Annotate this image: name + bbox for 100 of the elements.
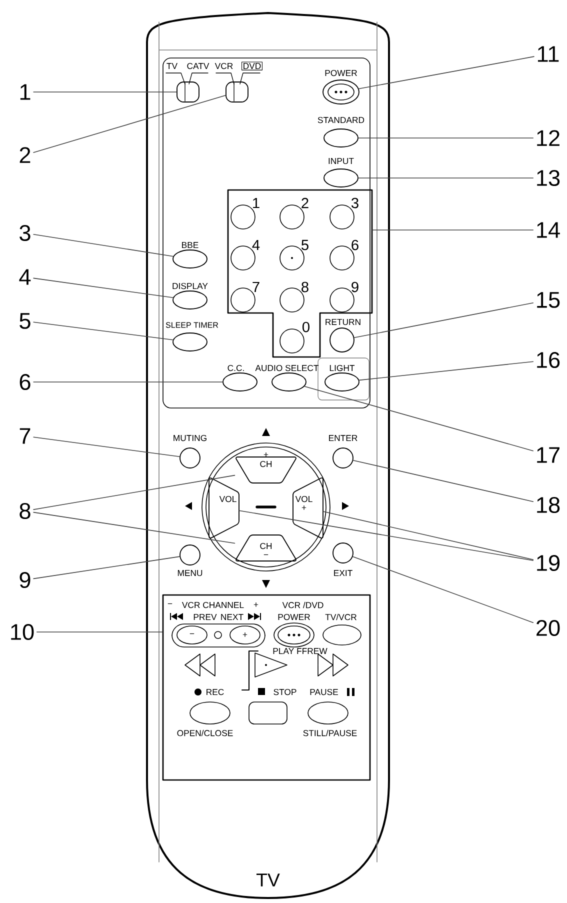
button-label: STANDARD bbox=[318, 116, 364, 124]
button-label: EXIT bbox=[334, 570, 352, 576]
callout-number: 14 bbox=[537, 222, 560, 238]
leader-line bbox=[33, 436, 180, 458]
callout-number: 1 bbox=[20, 84, 30, 100]
button bbox=[272, 372, 306, 392]
leader-line bbox=[238, 510, 534, 561]
button-label: LIGHT bbox=[330, 364, 355, 372]
callout-number: 3 bbox=[20, 224, 30, 242]
key-number: 5 bbox=[302, 240, 308, 250]
callout-number: 16 bbox=[537, 352, 560, 368]
keypad-frame bbox=[227, 189, 373, 358]
button-label: NEXT bbox=[221, 614, 244, 620]
callout-number: 7 bbox=[20, 428, 30, 444]
callout-number: 8 bbox=[20, 502, 30, 520]
leader-line bbox=[358, 361, 534, 381]
callout-number: 12 bbox=[537, 130, 560, 146]
button bbox=[180, 544, 200, 566]
key-number: 3 bbox=[351, 198, 358, 208]
leader-line bbox=[33, 95, 226, 153]
button bbox=[324, 128, 358, 148]
button bbox=[172, 332, 208, 352]
button bbox=[172, 250, 208, 268]
pad-sign: + bbox=[264, 452, 268, 457]
key-number: 8 bbox=[302, 282, 308, 292]
pad-sign: − bbox=[264, 554, 268, 556]
slide-switch bbox=[176, 82, 200, 102]
button-label: ENTER bbox=[329, 435, 358, 441]
button-label: PLAY FFREW bbox=[273, 648, 328, 654]
pad-label: CH bbox=[260, 460, 272, 468]
switch-label: VCR bbox=[214, 62, 233, 70]
button-label: SLEEP TIMER bbox=[166, 322, 218, 328]
button-label: TV/VCR bbox=[325, 614, 356, 620]
power-button bbox=[322, 80, 360, 104]
leader-line bbox=[33, 512, 236, 544]
button-label: POWER bbox=[278, 614, 310, 620]
remote-label: TV bbox=[256, 874, 280, 886]
callout-number: 13 bbox=[537, 170, 560, 186]
key-number: 7 bbox=[252, 282, 260, 292]
button bbox=[330, 328, 354, 352]
button-label: VCR CHANNEL bbox=[182, 602, 244, 608]
button-label: PREV bbox=[194, 614, 217, 620]
callout-number: 11 bbox=[538, 46, 559, 62]
button-label: OPEN/CLOSE bbox=[177, 730, 233, 736]
callout-number: 5 bbox=[20, 313, 30, 329]
slide-switch bbox=[226, 82, 248, 102]
leader-line bbox=[304, 386, 534, 452]
button bbox=[180, 448, 200, 468]
callout-number: 9 bbox=[20, 572, 30, 588]
button-label: INPUT bbox=[328, 158, 354, 164]
leader-line bbox=[354, 302, 534, 338]
key-number: 2 bbox=[302, 198, 308, 208]
leader-line bbox=[358, 56, 534, 90]
button bbox=[222, 372, 258, 392]
callout-number: 18 bbox=[537, 496, 560, 514]
callout-number: 10 bbox=[11, 624, 34, 640]
button-label: AUDIO SELECT bbox=[255, 364, 319, 372]
callout-number: 4 bbox=[19, 269, 31, 285]
button-label: DISPLAY bbox=[172, 282, 208, 290]
key-number: 4 bbox=[252, 240, 260, 250]
leader-line bbox=[352, 556, 534, 623]
leader-line bbox=[352, 460, 534, 502]
key-number: 9 bbox=[352, 282, 358, 292]
pad-label: CH bbox=[260, 542, 272, 550]
switch-label: DVD bbox=[242, 62, 262, 70]
button-label: MUTING bbox=[174, 434, 206, 442]
pad-sign: + bbox=[302, 506, 306, 510]
pad-label: VOL bbox=[295, 496, 312, 502]
button-label: RETURN bbox=[326, 318, 360, 326]
button-label: STOP bbox=[274, 688, 296, 696]
key-number: 1 bbox=[253, 198, 260, 208]
button-label: POWER bbox=[325, 70, 357, 76]
callout-number: 2 bbox=[20, 147, 30, 163]
callout-number: 19 bbox=[537, 554, 560, 572]
button-label: C.C. bbox=[228, 364, 244, 372]
leader-line bbox=[33, 234, 174, 257]
pad-label: VOL bbox=[219, 496, 236, 502]
switch-label: TV bbox=[166, 63, 178, 69]
key-number: 0 bbox=[302, 322, 310, 332]
callout-number: 15 bbox=[537, 292, 560, 308]
callout-number: 20 bbox=[536, 620, 560, 636]
button bbox=[324, 372, 360, 392]
button-label: REC bbox=[206, 688, 224, 696]
button-label: PAUSE bbox=[310, 688, 338, 696]
button-panel bbox=[162, 594, 371, 781]
button-label: VCR /DVD bbox=[282, 602, 324, 608]
button-label: MENU bbox=[178, 570, 202, 576]
switch-label: CATV bbox=[187, 62, 210, 70]
button-label: BBE bbox=[182, 242, 198, 248]
button bbox=[332, 448, 354, 468]
callout-number: 17 bbox=[537, 447, 560, 463]
button-sign: + bbox=[242, 632, 248, 637]
leader-line bbox=[33, 278, 174, 298]
button-label: − bbox=[168, 603, 172, 604]
leader-line bbox=[33, 556, 180, 580]
button-label: + bbox=[254, 602, 258, 607]
callout-number: 6 bbox=[20, 374, 30, 390]
button-sign: − bbox=[190, 633, 194, 634]
button-label: STILL/PAUSE bbox=[303, 730, 357, 736]
button bbox=[332, 542, 354, 564]
